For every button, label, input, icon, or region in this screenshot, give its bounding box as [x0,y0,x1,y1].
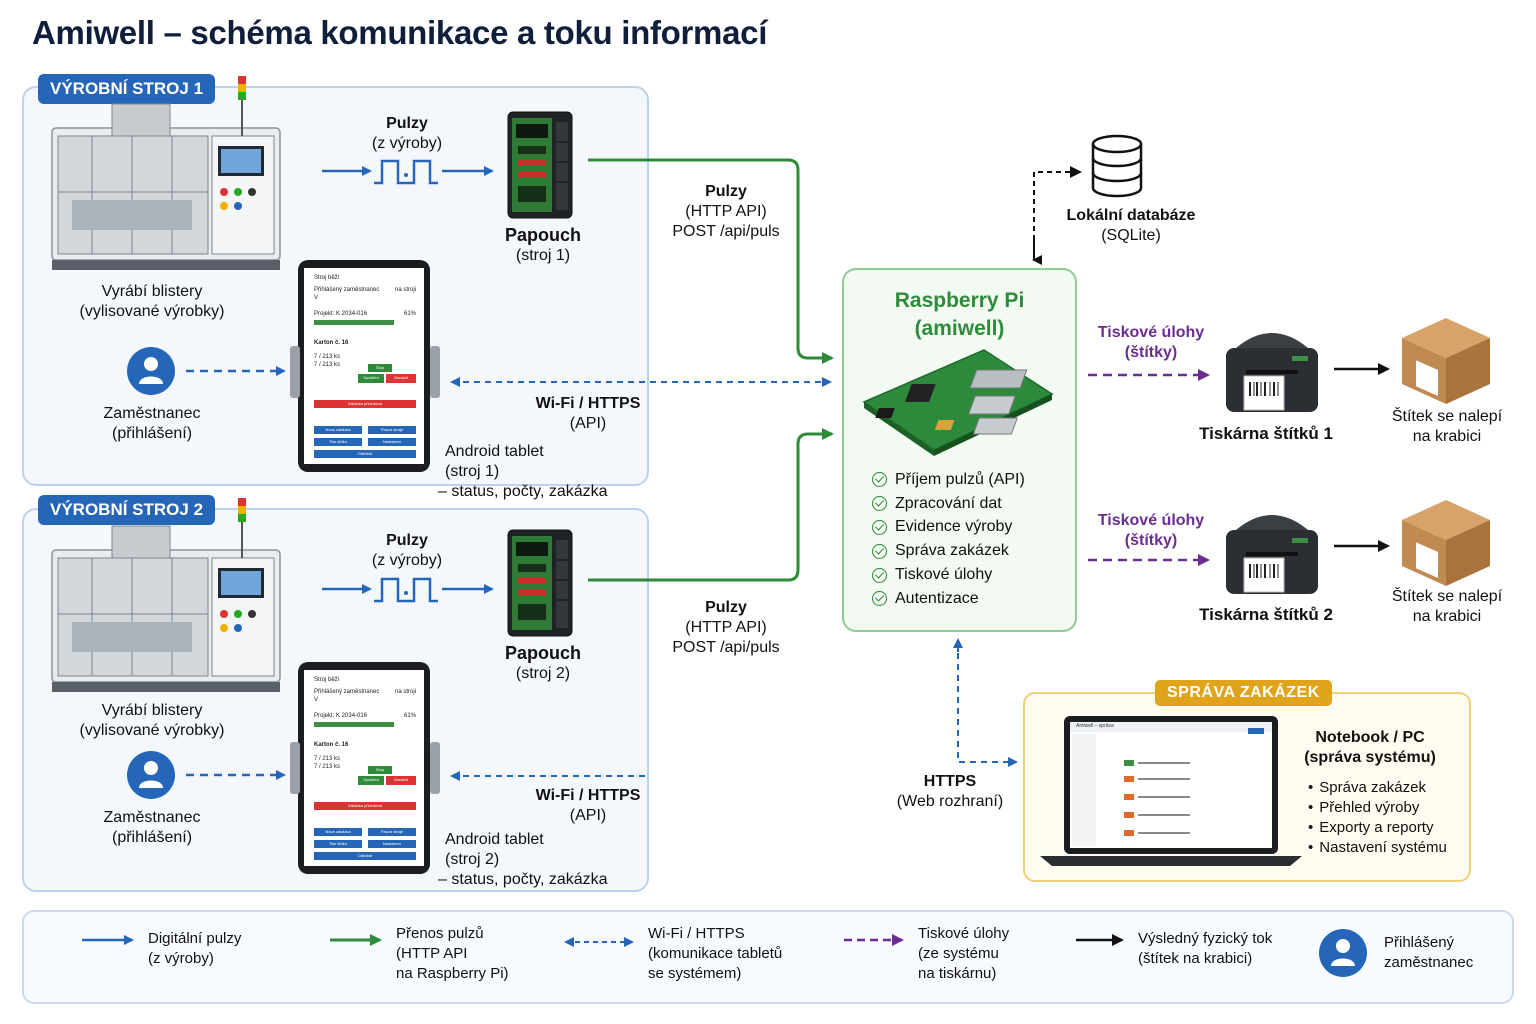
legend-digital-pulses: Digitální pulzy(z výroby) [148,930,242,967]
printer-icon [1225,332,1319,413]
http-label-2: Pulzy(HTTP API)POST /api/puls [672,599,780,656]
orders-item: Nastavení systému [1308,838,1447,858]
print-job-label-1: Tiskové úlohy(štítky) [1097,324,1205,361]
orders-badge: SPRÁVA ZAKÁZEK [1155,680,1332,706]
box-icon [1402,318,1490,404]
user-icon [1319,929,1367,977]
tablet-mount [430,742,440,794]
employee-label-2: Zaměstnanec(přihlášení) [103,809,201,846]
legend-physical-flow: Výsledný fyzický tok(štítek na krabici) [1138,930,1273,967]
pulse-wave-icon [322,579,492,601]
machine-caption-1: Vyrábí blistery(vylisované výrobky) [79,283,225,320]
papouch-label-2: Papouch(stroj 2) [504,643,581,682]
database-icon [1091,134,1143,198]
machine-caption-2: Vyrábí blistery(vylisované výrobky) [79,702,225,739]
orders-list: Správa zakázek Přehled výroby Exporty a … [1308,778,1447,858]
tablet-mount [290,742,300,794]
wifi-label-2: Wi-Fi / HTTPS(API) [535,787,641,824]
user-icon [127,751,175,799]
feature-item: Tiskové úlohy [872,563,1025,587]
page-title: Amiwell – schéma komunikace a toku infor… [32,14,768,51]
legend-panel [22,910,1514,1004]
box-icon [1402,500,1490,586]
http-label-1: Pulzy(HTTP API)POST /api/puls [672,183,780,240]
tablet-label-1: Android tablet(stroj 1)– status, počty, … [438,443,608,500]
machine-badge-1: VÝROBNÍ STROJ 1 [38,74,216,104]
tablet-mount [430,346,440,398]
orders-item: Přehled výroby [1308,798,1447,818]
machine-badge-2: VÝROBNÍ STROJ 2 [38,495,216,525]
printer-name-1: Tiskárna štítků 1 [1199,424,1333,443]
pulse-label-2: Pulzy(z výroby) [371,532,443,569]
feature-item: Evidence výroby [872,516,1025,540]
feature-item: Správa zakázek [872,539,1025,563]
printer-name-2: Tiskárna štítků 2 [1199,605,1333,624]
pulse-label-1: Pulzy(z výroby) [371,115,443,152]
papouch-device-icon [507,111,573,219]
machine-illustration [51,75,281,271]
database-label: Lokální databáze(SQLite) [1066,207,1196,244]
raspberry-pi-board [862,349,1054,456]
feature-item: Příjem pulzů (API) [872,468,1025,492]
check-icon [872,567,887,583]
tablet-mount [290,346,300,398]
orders-device-label: Notebook / PC(správa systému) [1304,729,1436,766]
employee-label-1: Zaměstnanec(přihlášení) [103,405,201,442]
tablet-label-2: Android tablet(stroj 2)– status, počty, … [438,831,608,888]
papouch-device-icon [507,529,573,637]
user-icon [127,347,175,395]
check-icon [872,591,887,607]
machine-illustration [51,497,281,693]
raspberry-feature-list: Příjem pulzů (API) Zpracování dat Eviden… [872,468,1025,611]
print-job-label-2: Tiskové úlohy(štítky) [1097,512,1205,549]
pulse-wave-icon [322,161,492,183]
check-icon [872,543,887,559]
check-icon [872,472,887,488]
laptop-screen-header: Amiwell – správa [1076,723,1114,729]
orders-item: Exporty a reporty [1308,818,1447,838]
orders-item: Správa zakázek [1308,778,1447,798]
check-icon [872,519,887,535]
feature-item: Autentizace [872,587,1025,611]
https-label: HTTPS(Web rozhraní) [896,773,1004,810]
laptop-icon [1040,716,1302,866]
raspberry-pi-title: Raspberry Pi (amiwell) [894,289,1025,340]
printer-icon [1225,514,1319,595]
feature-item: Zpracování dat [872,492,1025,516]
papouch-label-1: Papouch(stroj 1) [504,225,581,264]
check-icon [872,496,887,512]
wifi-label-1: Wi-Fi / HTTPS(API) [535,395,641,432]
